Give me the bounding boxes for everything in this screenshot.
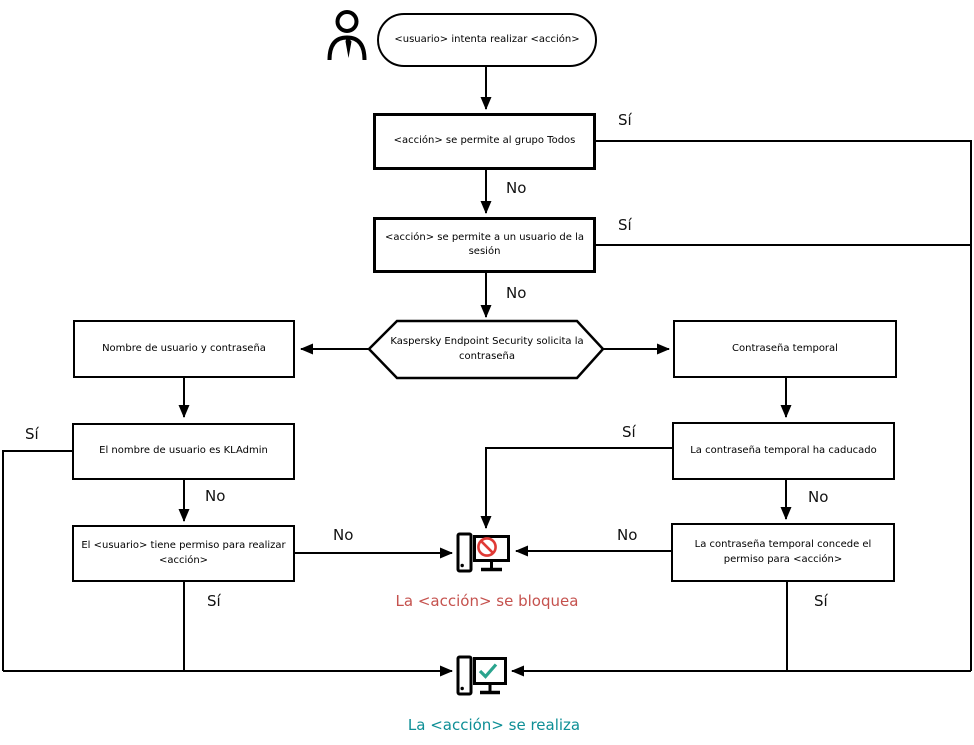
node-temp-password-grants-permission: La contraseña temporal concede el permis…: [671, 523, 895, 582]
node-username-and-password: Nombre de usuario y contraseña: [73, 320, 295, 378]
node-temp-password-expired: La contraseña temporal ha caducado: [672, 422, 895, 480]
node-start: <usuario> intenta realizar <acción>: [377, 13, 597, 67]
allowed-computer-icon: [456, 655, 507, 696]
label-yes-grants: Sí: [814, 592, 828, 610]
label-yes-kladmin: Sí: [25, 425, 39, 443]
node-kes-requests-password: Kaspersky Endpoint Security solicita la …: [390, 336, 584, 362]
node-username-is-kladmin: El nombre de usuario es KLAdmin: [72, 423, 295, 480]
caption-action-performed: La <acción> se realiza: [407, 716, 581, 734]
label-yes-expired: Sí: [622, 423, 636, 441]
edge-yes-right-rail: [596, 140, 972, 671]
caption-action-blocked: La <acción> se bloquea: [395, 592, 579, 610]
label-yes-everyone: Sí: [618, 111, 632, 129]
label-no-session: No: [506, 284, 527, 302]
label-no-everyone: No: [506, 179, 527, 197]
edge-expired-yes-to-blocked: [480, 447, 672, 529]
label-yes-haspermission: Sí: [207, 592, 221, 610]
label-no-expired: No: [808, 488, 829, 506]
node-action-allowed-session-user: <acción> se permite a un usuario de la s…: [373, 217, 596, 273]
blocked-computer-icon: [456, 532, 510, 573]
edge-yes-left-rail: [2, 450, 72, 671]
label-yes-session: Sí: [618, 216, 632, 234]
node-temporary-password: Contraseña temporal: [673, 320, 897, 378]
node-user-has-permission: El <usuario> tiene permiso para realizar…: [72, 525, 295, 582]
label-no-kladmin: No: [205, 487, 226, 505]
request-password-hexagon: [367, 319, 605, 380]
node-action-allowed-everyone: <acción> se permite al grupo Todos: [373, 113, 596, 170]
connector-edges: [2, 67, 972, 677]
label-no-haspermission: No: [333, 526, 354, 544]
label-no-grants: No: [617, 526, 638, 544]
user-icon: [327, 10, 367, 61]
